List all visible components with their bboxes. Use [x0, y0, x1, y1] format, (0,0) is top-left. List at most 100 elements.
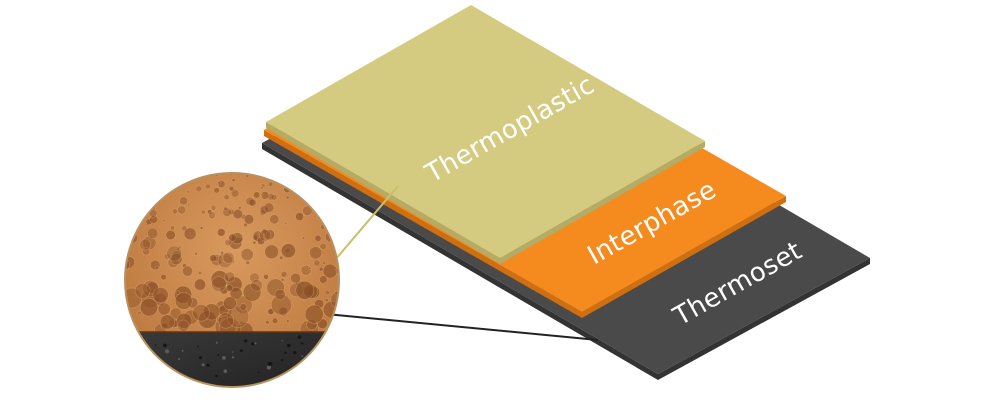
pore [211, 276, 227, 292]
speck [157, 382, 160, 385]
pore [137, 310, 142, 316]
pore [285, 195, 290, 200]
speck [222, 356, 226, 360]
speck [199, 356, 203, 360]
pore [210, 270, 229, 289]
pore [263, 273, 269, 280]
pore [290, 272, 301, 284]
pore [304, 304, 324, 324]
pore [245, 260, 251, 265]
speck [149, 358, 152, 362]
pore [313, 259, 321, 267]
speck [254, 342, 257, 345]
pore [232, 208, 243, 220]
pore [226, 305, 250, 328]
pore [187, 203, 191, 207]
pore [156, 173, 163, 176]
pore [198, 270, 203, 275]
pore [153, 196, 158, 202]
speck [244, 339, 248, 343]
pore [343, 245, 345, 247]
pore [319, 275, 328, 284]
speck [197, 345, 199, 348]
speck [164, 385, 169, 387]
pore [301, 236, 306, 240]
pore [228, 233, 237, 242]
pore [269, 173, 275, 175]
pore [260, 186, 264, 190]
pore [242, 283, 262, 302]
pore [269, 214, 280, 225]
pore [330, 289, 339, 310]
speck [251, 342, 254, 345]
pore [182, 265, 193, 277]
pore [194, 278, 207, 291]
pore [231, 178, 236, 183]
pore [134, 282, 151, 299]
pore [131, 209, 139, 217]
speck [342, 386, 345, 389]
pore [271, 173, 275, 175]
pore [238, 206, 242, 210]
pore [125, 221, 130, 232]
pore [201, 209, 206, 215]
pore [279, 173, 283, 176]
speck [280, 359, 283, 361]
thermoplastic-face [266, 5, 705, 258]
speck [313, 379, 315, 382]
pore [146, 199, 152, 205]
pore [298, 192, 303, 196]
pore [280, 270, 288, 278]
pore [318, 266, 324, 272]
speck [287, 343, 291, 348]
pore [331, 219, 339, 230]
speck [337, 382, 339, 384]
callout-line-thermoset [304, 311, 599, 341]
pore [224, 238, 232, 247]
speck [206, 363, 210, 367]
pore [286, 319, 290, 323]
pore [284, 221, 288, 225]
pore [160, 314, 176, 330]
pore [142, 236, 157, 251]
pore [176, 247, 180, 252]
speck [125, 346, 128, 348]
speck [231, 351, 234, 353]
speck [329, 334, 332, 338]
speck [307, 372, 311, 376]
speck [217, 354, 219, 356]
pore [334, 220, 339, 228]
pore [177, 205, 187, 215]
pore [152, 287, 169, 304]
pore [208, 211, 216, 220]
speck [142, 379, 145, 382]
speck [165, 349, 170, 354]
speck [322, 372, 327, 377]
speck [156, 383, 159, 386]
speck [139, 376, 143, 380]
pore [174, 292, 193, 310]
pore [265, 320, 270, 325]
pore [302, 205, 313, 217]
speck [143, 354, 145, 356]
pore [194, 251, 198, 256]
speck [269, 362, 273, 366]
pore [183, 227, 197, 241]
pore [259, 229, 272, 242]
pore [263, 202, 275, 213]
pore [252, 240, 257, 245]
speck [178, 357, 181, 361]
speck [154, 344, 157, 346]
speck [240, 349, 243, 352]
pore [280, 277, 285, 282]
pore [298, 173, 304, 179]
speck [340, 352, 344, 356]
pore [229, 286, 243, 300]
pore [274, 288, 286, 300]
speck [257, 371, 260, 374]
pore [324, 289, 331, 296]
pore [280, 243, 296, 259]
pore [225, 284, 234, 292]
pore [157, 302, 171, 316]
